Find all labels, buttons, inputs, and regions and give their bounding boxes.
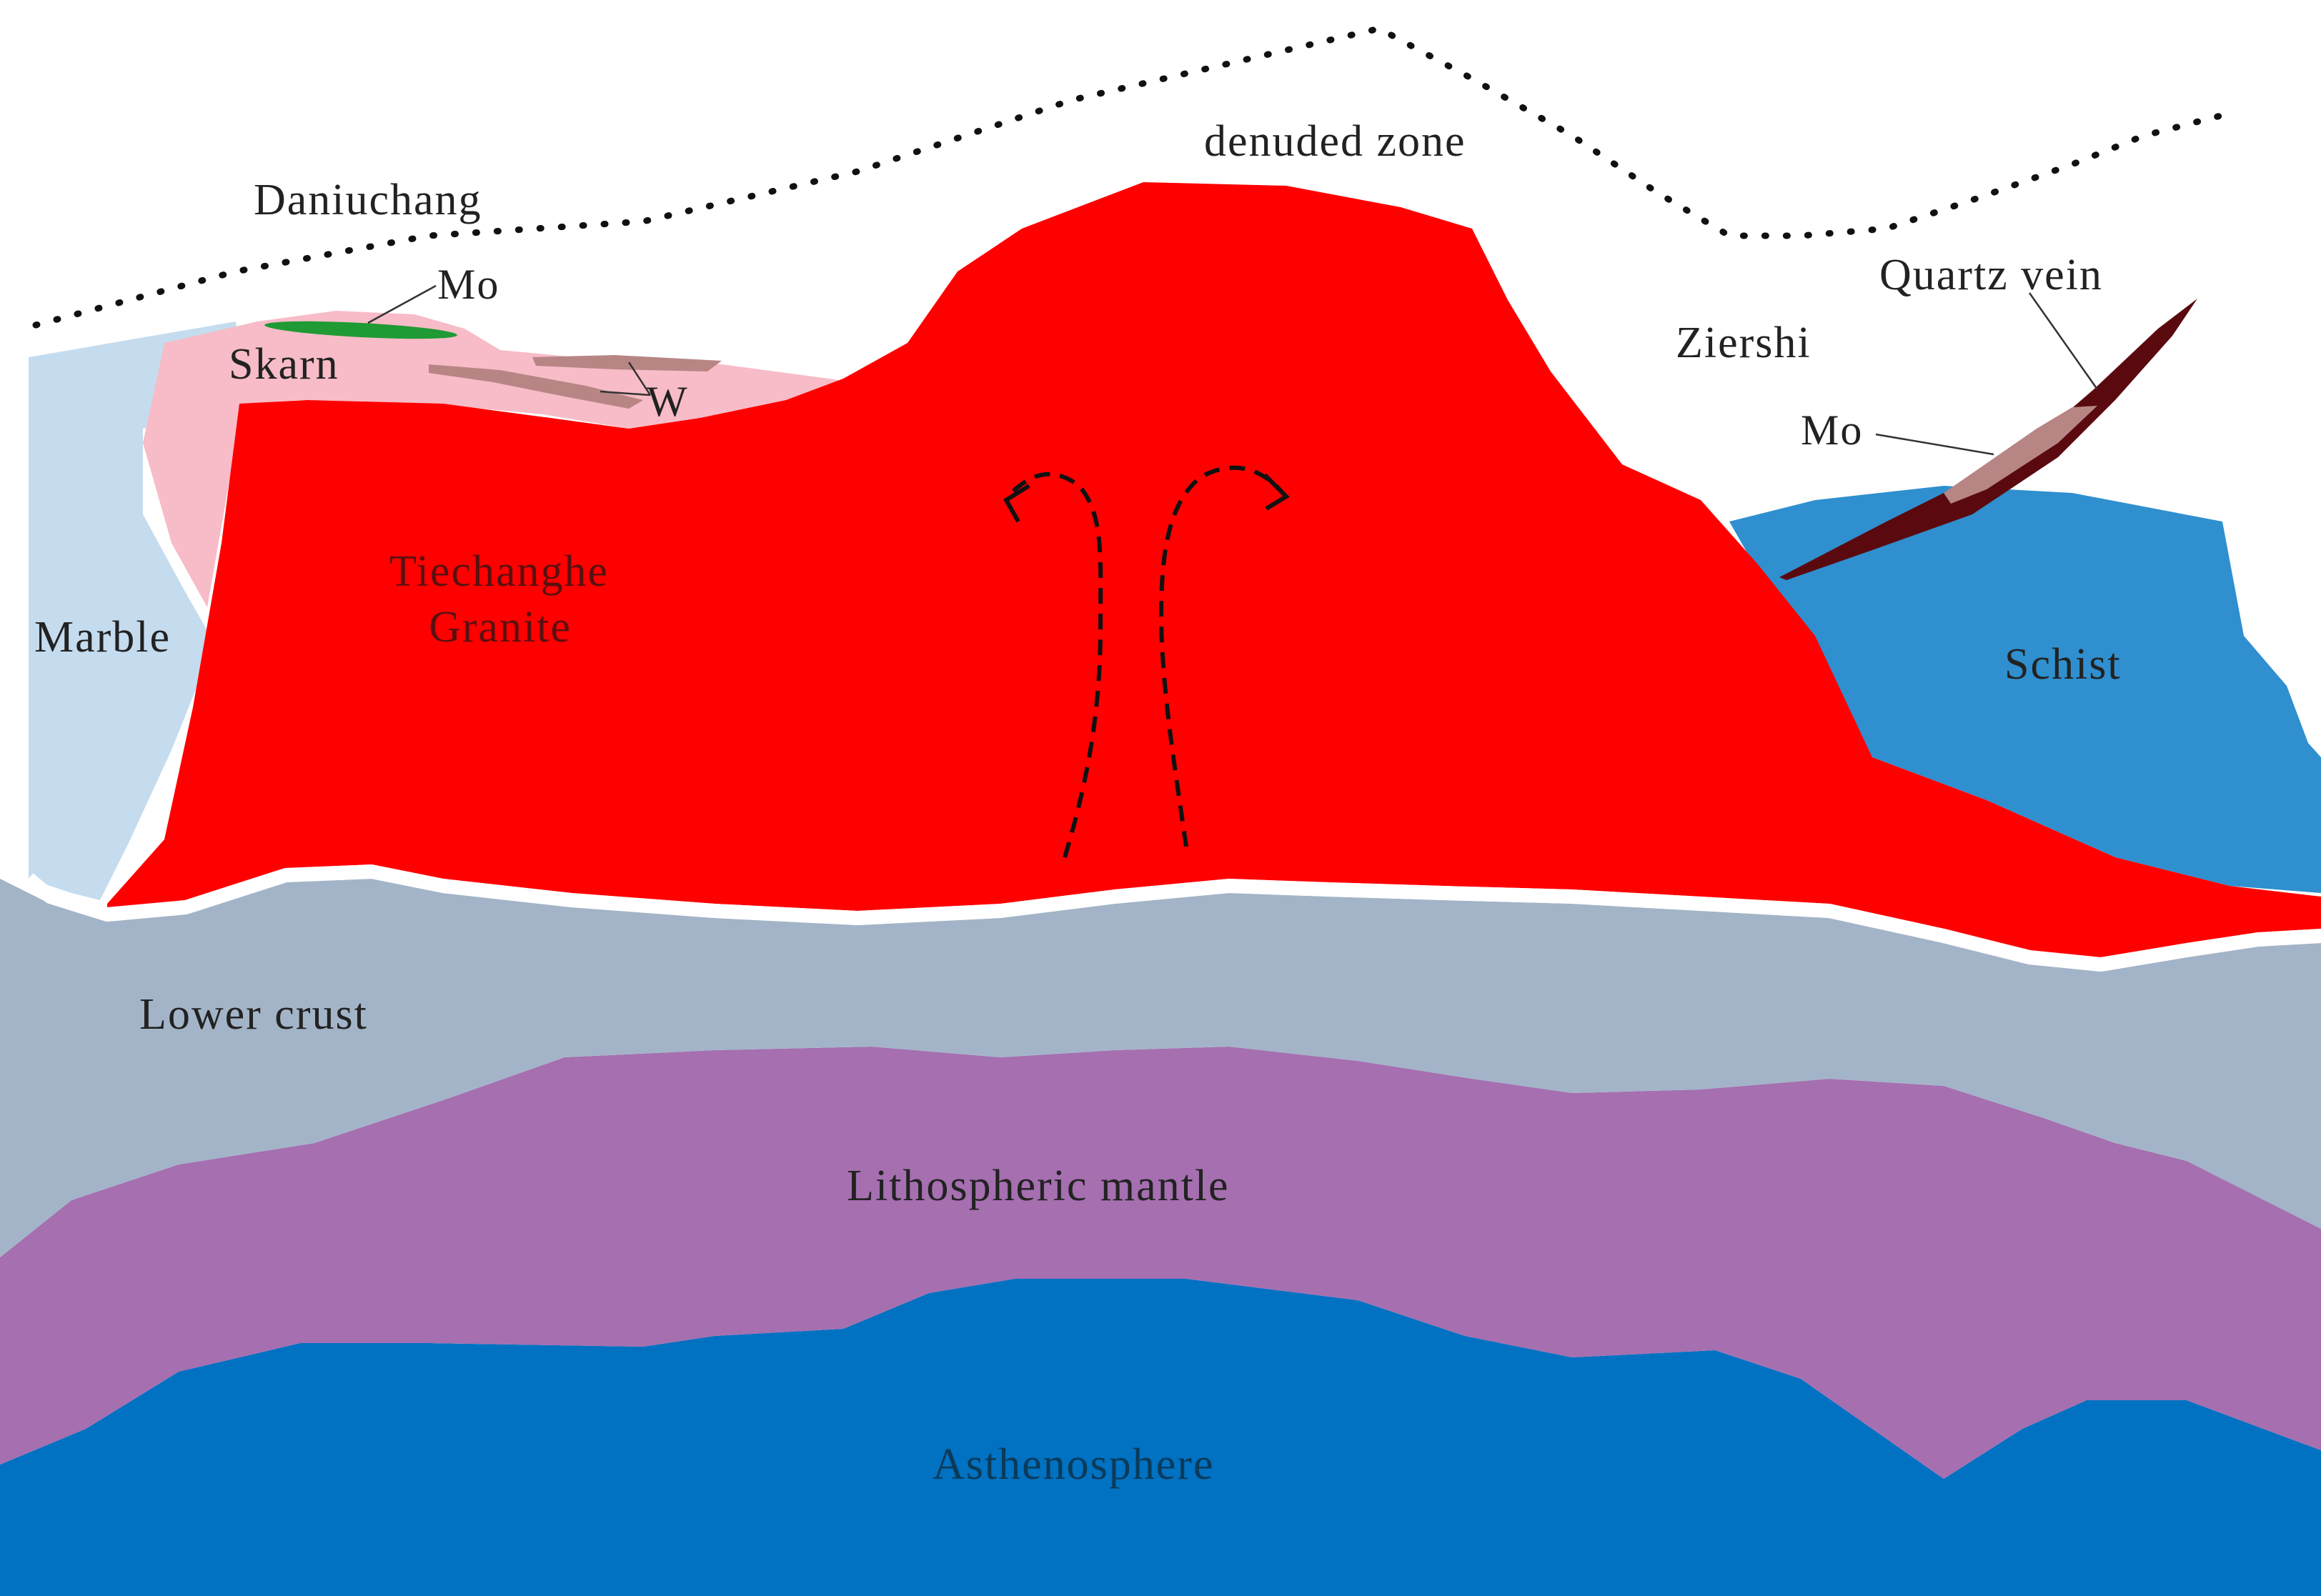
mo-leader-left — [367, 284, 437, 324]
magma-flow-left-arrowhead — [1003, 484, 1030, 523]
magma-flow-left-arrow — [1005, 472, 1103, 858]
label-quartz-vein: Quartz vein — [1879, 251, 2103, 299]
quartz-vein-leader — [2028, 292, 2099, 390]
label-marble: Marble — [34, 613, 171, 662]
label-granite-line1: Tiechanghe — [389, 547, 609, 596]
label-lower-crust: Lower crust — [139, 990, 368, 1039]
marble-unit — [29, 321, 243, 900]
label-granite-line2: Granite — [429, 603, 572, 652]
label-daniuchang: Daniuchang — [254, 176, 482, 224]
lithospheric-mantle-layer — [0, 1047, 2321, 1479]
label-w: W — [647, 378, 689, 425]
mo-orebody-skarn — [264, 321, 457, 339]
label-schist: Schist — [2004, 640, 2122, 689]
magma-flow-right-arrow — [1158, 465, 1285, 847]
label-mo-right: Mo — [1801, 407, 1863, 454]
label-denuded-zone: denuded zone — [1204, 117, 1466, 166]
granite-base-boundary — [24, 864, 2321, 972]
label-lithospheric-mantle: Lithospheric mantle — [847, 1162, 1230, 1210]
skarn-unit — [143, 311, 879, 607]
label-asthenosphere: Asthenosphere — [933, 1440, 1214, 1489]
mo-orebody-vein — [1944, 406, 2097, 504]
w-leader-lower — [600, 390, 651, 396]
label-skarn: Skarn — [229, 340, 339, 389]
w-orebody-upper — [532, 355, 722, 371]
asthenosphere-layer — [0, 1279, 2321, 1596]
w-orebody-lower — [429, 364, 643, 409]
label-mo-left: Mo — [437, 261, 500, 308]
lower-crust-layer — [0, 879, 2321, 1257]
magma-flow-right-arrowhead — [1263, 473, 1290, 511]
tiechanghe-granite — [107, 182, 2321, 957]
schist-unit — [1729, 486, 2321, 893]
label-ziershi: Ziershi — [1676, 319, 1811, 367]
mo-leader-right — [1875, 433, 1994, 456]
w-leader-upper — [627, 361, 652, 396]
